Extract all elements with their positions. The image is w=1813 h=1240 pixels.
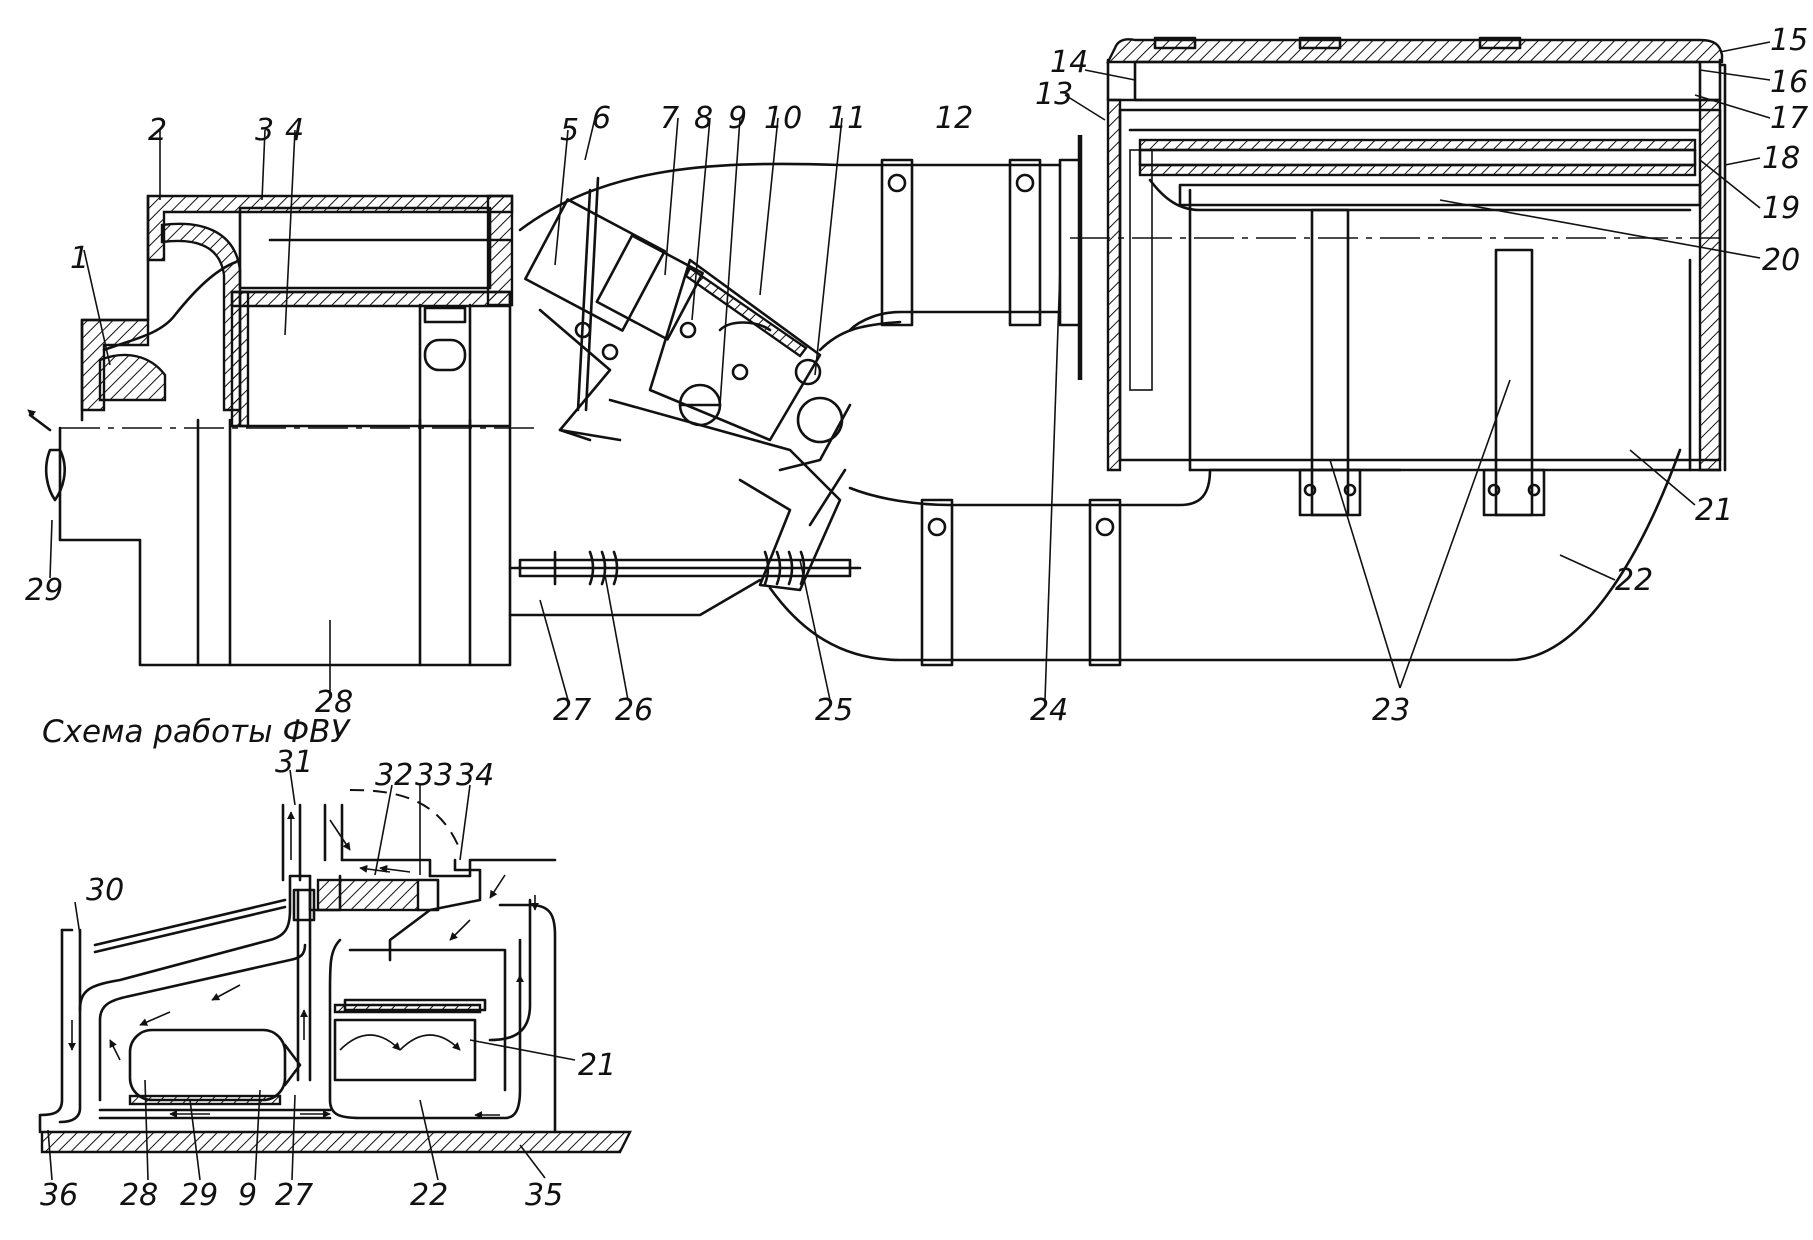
callout-28-scheme: 28 xyxy=(120,1178,158,1213)
callouts-bottom: 30 31 32 33 34 21 22 35 27 9 29 28 36 xyxy=(40,745,616,1213)
callout-26: 26 xyxy=(615,693,653,728)
callout-13: 13 xyxy=(1035,77,1073,112)
callout-22-scheme: 22 xyxy=(410,1178,448,1213)
callout-7: 7 xyxy=(660,101,679,136)
callouts-top: 1 2 3 4 5 6 7 8 9 10 11 12 13 14 15 16 1… xyxy=(25,23,1808,728)
callout-20: 20 xyxy=(1762,243,1800,278)
callout-17: 17 xyxy=(1770,101,1808,136)
callout-31: 31 xyxy=(275,745,313,780)
blower-assembly xyxy=(27,194,514,667)
lower-pipe xyxy=(508,448,1682,667)
callout-12: 12 xyxy=(935,101,973,136)
callout-8: 8 xyxy=(694,101,713,136)
callout-29: 29 xyxy=(25,573,63,608)
callout-1: 1 xyxy=(70,241,89,276)
callout-32: 32 xyxy=(375,758,413,793)
callout-2: 2 xyxy=(148,113,167,148)
leader-lines xyxy=(49,41,1771,701)
callout-29-scheme: 29 xyxy=(180,1178,218,1213)
callout-21-scheme: 21 xyxy=(578,1048,616,1083)
callout-23: 23 xyxy=(1372,693,1410,728)
callout-16: 16 xyxy=(1770,65,1808,100)
operation-scheme: 30 31 32 33 34 21 22 35 27 9 29 28 36 xyxy=(38,745,632,1213)
callout-15: 15 xyxy=(1770,23,1808,58)
callout-33: 33 xyxy=(415,758,453,793)
diagram-caption: Схема работы ФВУ xyxy=(42,714,351,750)
rod-assembly xyxy=(508,550,862,586)
callout-21: 21 xyxy=(1695,493,1733,528)
callout-19: 19 xyxy=(1762,191,1800,226)
callout-9: 9 xyxy=(728,101,747,136)
callout-27: 27 xyxy=(553,693,591,728)
callout-5: 5 xyxy=(560,113,579,148)
callout-34: 34 xyxy=(456,758,494,793)
callout-36: 36 xyxy=(40,1178,78,1213)
callout-3: 3 xyxy=(255,113,274,148)
callout-9-scheme: 9 xyxy=(238,1178,257,1213)
callout-22: 22 xyxy=(1615,563,1653,598)
callout-4: 4 xyxy=(285,113,304,148)
callout-10: 10 xyxy=(764,101,802,136)
callout-30: 30 xyxy=(86,873,124,908)
callout-18: 18 xyxy=(1762,141,1800,176)
main-assembly: 1 2 3 4 5 6 7 8 9 10 11 12 13 14 15 16 1… xyxy=(25,23,1808,750)
callout-24: 24 xyxy=(1030,693,1068,728)
callout-25: 25 xyxy=(815,693,853,728)
callout-27-scheme: 27 xyxy=(275,1178,313,1213)
callout-14: 14 xyxy=(1050,45,1088,80)
callout-6: 6 xyxy=(592,101,611,136)
callout-11: 11 xyxy=(828,101,866,136)
upper-pipe xyxy=(518,135,1083,380)
callout-28: 28 xyxy=(315,685,353,720)
callout-35: 35 xyxy=(525,1178,563,1213)
valve-mechanism xyxy=(524,176,852,592)
filter-unit xyxy=(1106,36,1727,517)
